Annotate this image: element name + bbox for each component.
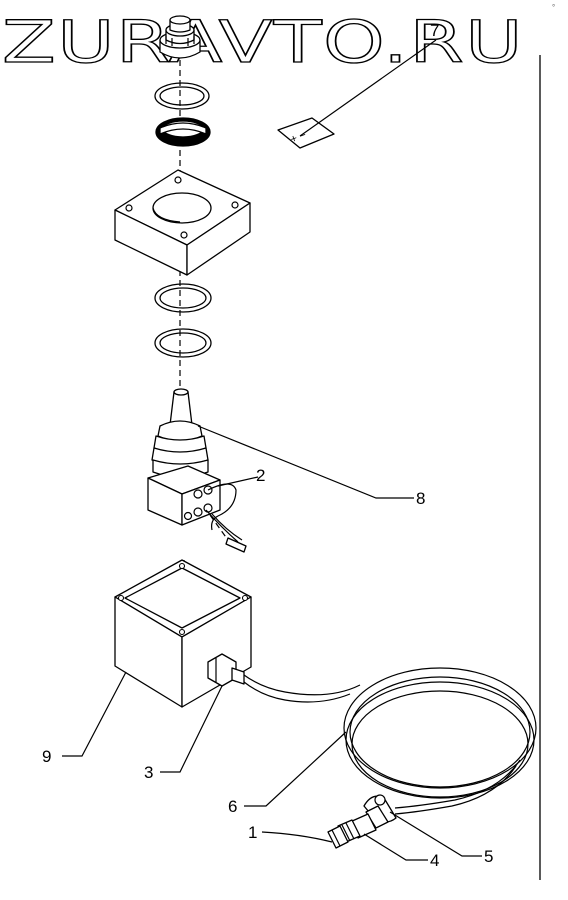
mounting-plate xyxy=(114,169,251,276)
watermark-text: ZURAVTO.RU xyxy=(2,8,524,76)
callout-3: 3 xyxy=(144,763,153,782)
connector-plug xyxy=(327,813,377,849)
callout-7: 7 xyxy=(430,21,439,40)
enclosure-box xyxy=(114,559,252,708)
o-ring-lower xyxy=(154,328,212,358)
washer-ring xyxy=(155,117,211,147)
cable-gland xyxy=(207,653,245,687)
callout-9: 9 xyxy=(42,747,51,766)
wire-axis xyxy=(209,514,229,541)
joystick-switch xyxy=(147,388,221,526)
leader-lines xyxy=(62,39,482,861)
callout-1: 1 xyxy=(248,823,257,842)
o-ring-middle xyxy=(154,283,212,313)
callout-2: 2 xyxy=(256,466,265,485)
wire-harness xyxy=(205,483,247,553)
knob-nut xyxy=(159,15,201,59)
corner-mark: ° xyxy=(552,3,555,12)
callout-8: 8 xyxy=(416,489,425,508)
o-ring-top xyxy=(154,82,210,110)
callout-5: 5 xyxy=(484,847,493,866)
coiled-cable xyxy=(243,667,537,815)
callout-4: 4 xyxy=(430,851,439,870)
callout-6: 6 xyxy=(228,797,237,816)
polarity-label-plate: + − xyxy=(277,117,335,149)
